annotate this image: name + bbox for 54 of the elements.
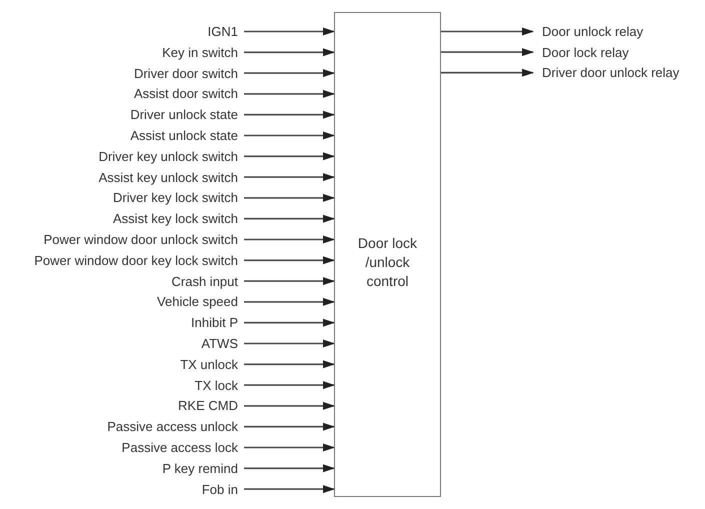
arrow xyxy=(244,194,335,202)
arrow xyxy=(441,48,534,56)
arrow xyxy=(244,485,335,494)
control-label: Door lock /unlock control xyxy=(356,234,418,291)
arrow xyxy=(244,298,335,306)
input-signal-label: Assist door switch xyxy=(134,86,238,102)
arrow xyxy=(244,340,335,348)
arrow xyxy=(244,69,335,78)
arrow xyxy=(244,173,335,182)
input-signal-label: Assist key unlock switch xyxy=(98,170,238,185)
input-signal-label: ATWS xyxy=(201,336,238,351)
arrow xyxy=(441,68,534,77)
arrow xyxy=(244,214,335,223)
arrow xyxy=(244,444,335,452)
arrow xyxy=(244,152,335,160)
arrow xyxy=(244,236,335,244)
input-signal-label: P key remind xyxy=(162,460,238,476)
input-signal-label: Passive access lock xyxy=(122,440,238,455)
arrow xyxy=(244,277,335,286)
arrow xyxy=(244,48,335,56)
arrow xyxy=(244,422,335,431)
input-signal-label: Vehicle speed xyxy=(157,294,238,310)
input-signal-label: Key in switch xyxy=(162,44,238,60)
input-signal-label: TX lock xyxy=(194,378,238,393)
arrow xyxy=(244,28,335,36)
arrow xyxy=(244,381,335,390)
input-signal-label: Power window door unlock switch xyxy=(44,232,238,247)
output-signal-label: Driver door unlock relay xyxy=(542,65,680,80)
arrow xyxy=(441,28,534,36)
control-unit-box xyxy=(334,12,441,497)
arrow xyxy=(244,318,335,327)
input-signal-label: TX unlock xyxy=(180,356,238,372)
input-signal-label: Crash input xyxy=(172,274,238,289)
output-signal-label: Door unlock relay xyxy=(542,24,644,39)
arrow xyxy=(244,132,335,140)
input-signal-label: Driver unlock state xyxy=(130,107,238,122)
arrow xyxy=(244,402,335,410)
input-signal-label: Assist unlock state xyxy=(130,128,238,143)
arrow xyxy=(244,90,335,98)
input-signal-label: IGN1 xyxy=(208,24,238,39)
arrow xyxy=(244,110,335,119)
input-signal-label: Driver key unlock switch xyxy=(98,148,238,164)
output-signal-label: Door lock relay xyxy=(542,44,629,60)
input-signal-label: Fob in xyxy=(202,482,238,497)
input-signal-label: Power window door key lock switch xyxy=(34,252,238,268)
input-signal-label: Inhibit P xyxy=(191,315,238,330)
input-signal-label: Passive access unlock xyxy=(107,419,238,434)
arrow xyxy=(244,360,335,368)
input-signal-label: Driver door switch xyxy=(134,66,238,81)
input-signal-label: Driver key lock switch xyxy=(113,190,238,206)
input-signal-label: RKE CMD xyxy=(178,398,238,414)
arrow xyxy=(244,464,335,472)
arrow xyxy=(244,256,335,264)
input-signal-label: Assist key lock switch xyxy=(113,211,238,226)
